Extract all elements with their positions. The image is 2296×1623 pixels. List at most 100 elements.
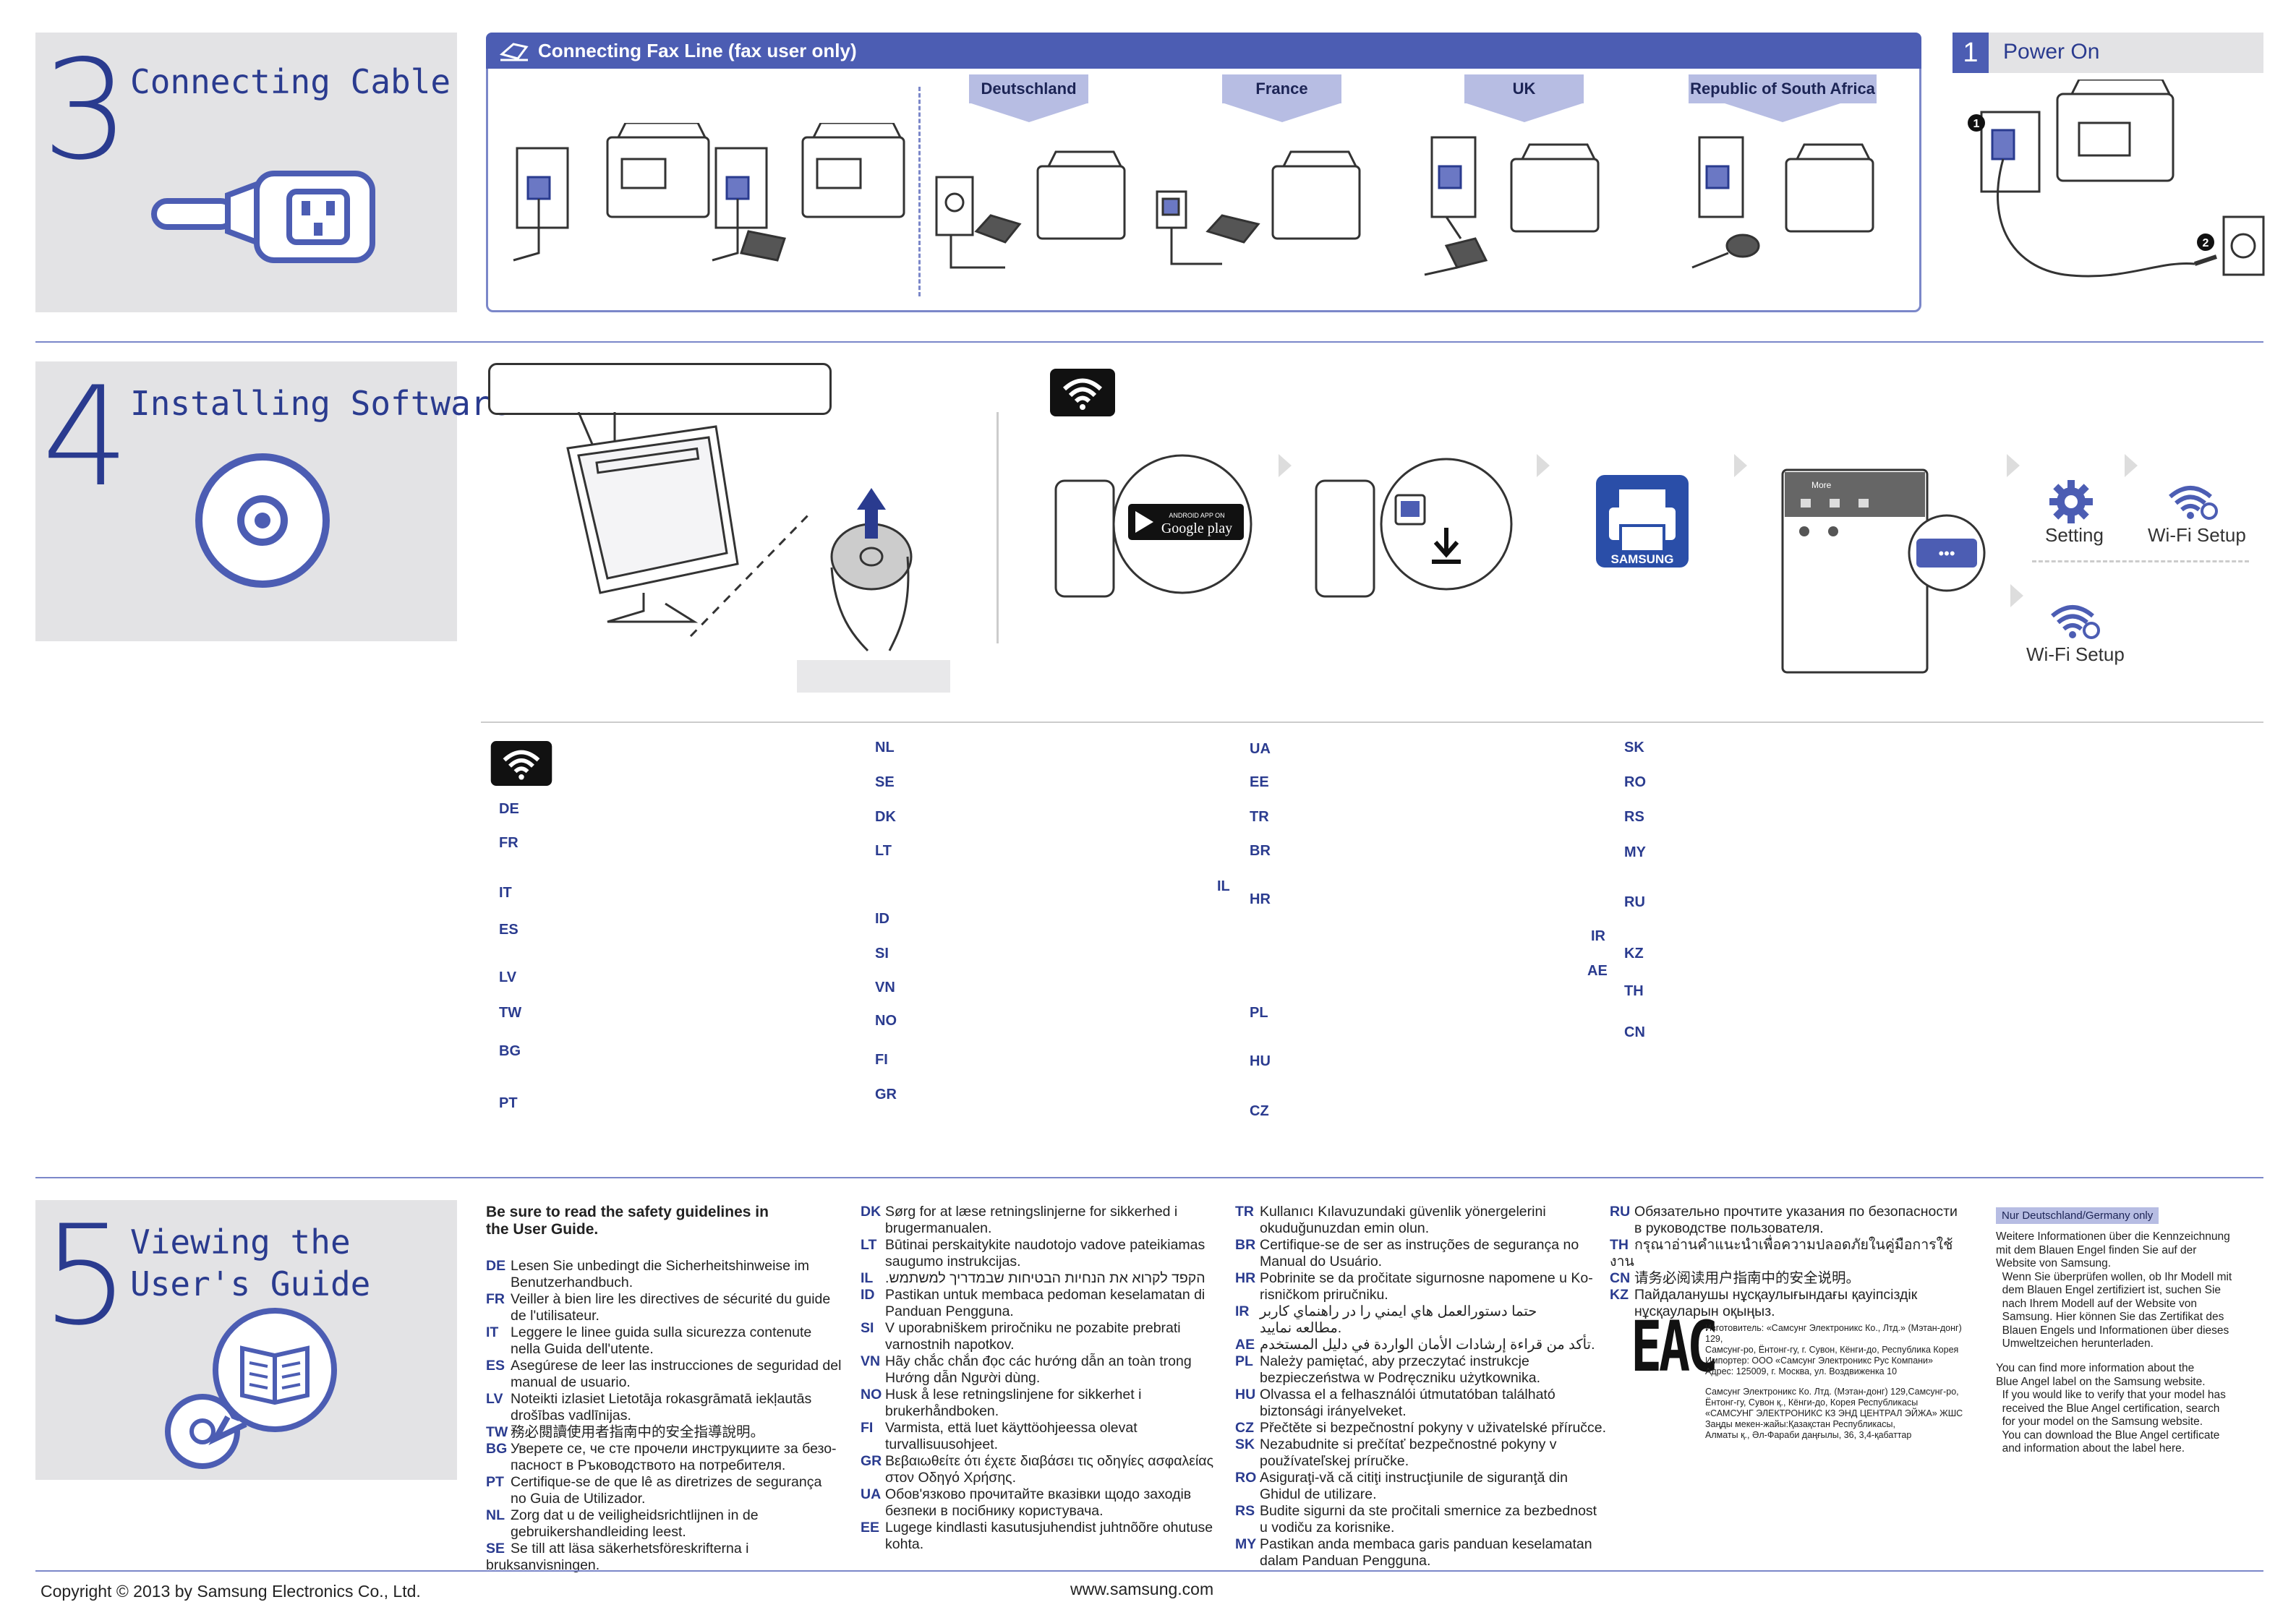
tablet-more-title: More — [1811, 480, 1832, 490]
safety-lang-code: RO — [1235, 1470, 1257, 1486]
safety-lang-code: ID — [861, 1287, 875, 1303]
safety-col-1: DE Lesen Sie unbedingt die Sicherheitshin… — [486, 1258, 848, 1574]
wifi-setup-icon-2 — [2051, 605, 2100, 639]
lang-code: IT — [499, 885, 512, 901]
safety-text-line1: Olvassa el a felhasználói útmutatóban ta… — [1260, 1387, 1555, 1403]
wifi-badge-icon-2 — [490, 741, 552, 786]
lang-code: CZ — [1250, 1103, 1269, 1119]
safety-text-line2: nella Guida dell'utente. — [511, 1341, 654, 1357]
safety-text-line2: Hướng dẫn Người dùng. — [885, 1370, 1041, 1386]
info-line: Самсунг-ро, Ёнтонг-гу, г. Сувон, Кёнги-д… — [1705, 1345, 1959, 1355]
safety-text-line1: กรุณาอ่านคำแนะนำเพื่อความปลอดภัยในคู่มือ… — [1610, 1237, 1953, 1269]
power-plug-icon — [151, 171, 375, 263]
website-link[interactable]: www.samsung.com — [1070, 1580, 1214, 1598]
safety-text-line2: varnostnih napotkov. — [885, 1337, 1015, 1353]
safety-text-line1: Veiller à bien lire les directives de sé… — [511, 1291, 831, 1307]
safety-text-line1: Se till att läsa säkerhetsföreskrifterna… — [486, 1541, 749, 1573]
wifi-badge-icon — [1050, 369, 1115, 416]
safety-text-line2: brukerhåndboken. — [885, 1403, 999, 1419]
lang-code: LT — [875, 843, 892, 859]
safety-text-line1: Hãy chắc chắn đọc các hướng dẫn an toàn … — [885, 1353, 1192, 1369]
samsung-mobile-print-app-icon: SAMSUNG — [1596, 475, 1689, 568]
info-line: nach Ihrem Modell auf der Website von — [1996, 1297, 2197, 1310]
section5-title-line1: Viewing the — [130, 1222, 351, 1262]
safety-lang-code: EE — [861, 1520, 880, 1536]
safety-text-line1: Βεβαιωθείτε ότι έχετε διαβάσει τις οδηγί… — [885, 1453, 1213, 1469]
safety-intro-line2: the User Guide. — [486, 1221, 599, 1238]
safety-text-line1: V uporabniškem priročniku ne pozabite pr… — [885, 1320, 1181, 1336]
lang-code: PT — [499, 1095, 518, 1111]
arrow-1-icon — [1279, 454, 1292, 477]
safety-text-line2: bezpieczeństwa w Podręczniku użytkownika… — [1260, 1370, 1541, 1386]
safety-text-line1: Leggere le linee guida sulla sicurezza c… — [511, 1324, 812, 1340]
section3-panel — [35, 33, 457, 312]
section5-title-line2: User's Guide — [130, 1264, 371, 1303]
safety-lang-code: NO — [861, 1387, 882, 1403]
safety-lang-code: TW — [486, 1424, 508, 1440]
tablet-more-illustration: More ••• — [1781, 468, 1986, 674]
safety-lang-code: ES — [486, 1358, 505, 1374]
safety-lang-code: TR — [1235, 1204, 1254, 1220]
safety-text-line1: Būtinai perskaitykite naudotojo vadove p… — [885, 1237, 1205, 1253]
safety-text-line1: Sørg for at læse retningslinjerne for si… — [885, 1204, 1178, 1220]
lang-code: ID — [875, 911, 889, 927]
safety-entry: LT Būtinai perskaitykite naudotojo vadove… — [861, 1237, 1222, 1270]
safety-lang-code: IT — [486, 1324, 499, 1340]
safety-lang-code: SE — [486, 1541, 505, 1556]
germany-info: Weitere Informationen über die Kennzeich… — [1996, 1230, 2263, 1456]
monitor-cd-illustration — [566, 412, 913, 652]
safety-text-line1: Pobrinite se da pročitate sigurnosne nap… — [1260, 1270, 1593, 1286]
lang-code: TH — [1624, 983, 1644, 999]
more-dots-button: ••• — [1938, 544, 1955, 562]
safety-lang-code: DE — [486, 1258, 506, 1274]
google-play-small-label: ANDROID APP ON — [1169, 512, 1224, 519]
info-line: Алматы қ., Әл-Фараби даңғылы, 36, 3,4-қа… — [1705, 1429, 1912, 1440]
safety-text-line1: Lesen Sie unbedingt die Sicherheitshinwe… — [511, 1258, 810, 1274]
country-tab-deutschland: Deutschland — [969, 74, 1088, 103]
lang-code: PL — [1250, 1005, 1268, 1021]
fax-line-header: Connecting Fax Line (fax user only) — [486, 33, 1921, 69]
lang-code: VN — [875, 980, 895, 995]
info-line — [1996, 1351, 2263, 1363]
safety-text-line1: Пайдаланушы нұсқаулығындағы қауіпсіздік — [1634, 1287, 1918, 1303]
info-line: Website von Samsung. — [1996, 1257, 2112, 1269]
lang-code: CN — [1624, 1024, 1645, 1040]
lang-code: LV — [499, 969, 517, 985]
lang-code: BR — [1250, 843, 1271, 859]
arrow-2-icon — [1537, 454, 1550, 477]
safety-text-line2: مطالعه نماييد. — [1260, 1320, 1342, 1336]
lang-code: KZ — [1624, 946, 1644, 962]
safety-text-line2: risničkom priručniku. — [1260, 1287, 1388, 1303]
safety-entry: IL.הקפד לקרוא את הנחיות הבטיחות שבמדריך … — [861, 1270, 1222, 1287]
safety-text-line2: нұсқауларын оқыңыз. — [1634, 1303, 1775, 1319]
safety-text-line2: drošības vadlīnijas. — [511, 1408, 631, 1423]
install-divider — [997, 412, 999, 643]
power-marker-1: 1 — [1973, 118, 1980, 130]
lang-code: NL — [875, 740, 895, 755]
info-line: received the Blue Angel certification, s… — [1996, 1402, 2220, 1415]
lang-code: RO — [1624, 774, 1646, 790]
germany-only-badge: Nur Deutschland/Germany only — [1996, 1207, 2159, 1224]
safety-text-line2: στον Οδηγό Χρήσης. — [885, 1470, 1016, 1486]
safety-lang-code: LT — [861, 1237, 877, 1253]
safety-lang-code: FR — [486, 1291, 505, 1307]
